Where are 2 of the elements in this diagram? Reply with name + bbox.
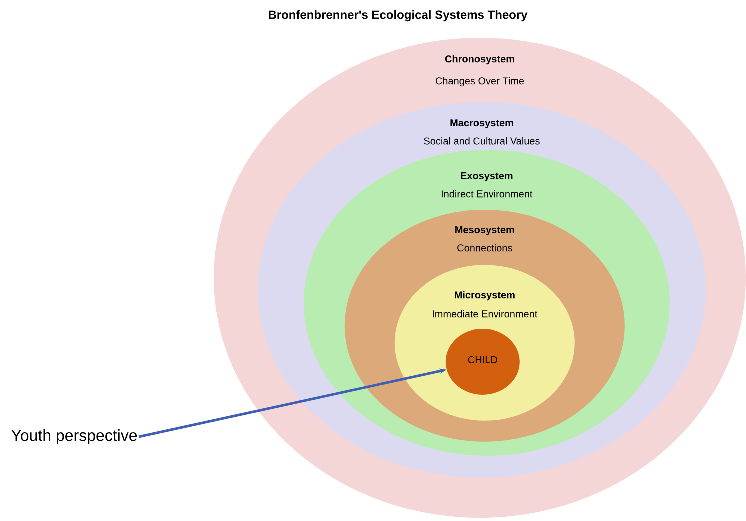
label-text: Youth perspective [12,430,138,444]
title: Bronfenbrenner's Ecological Systems Theory [269,10,528,22]
